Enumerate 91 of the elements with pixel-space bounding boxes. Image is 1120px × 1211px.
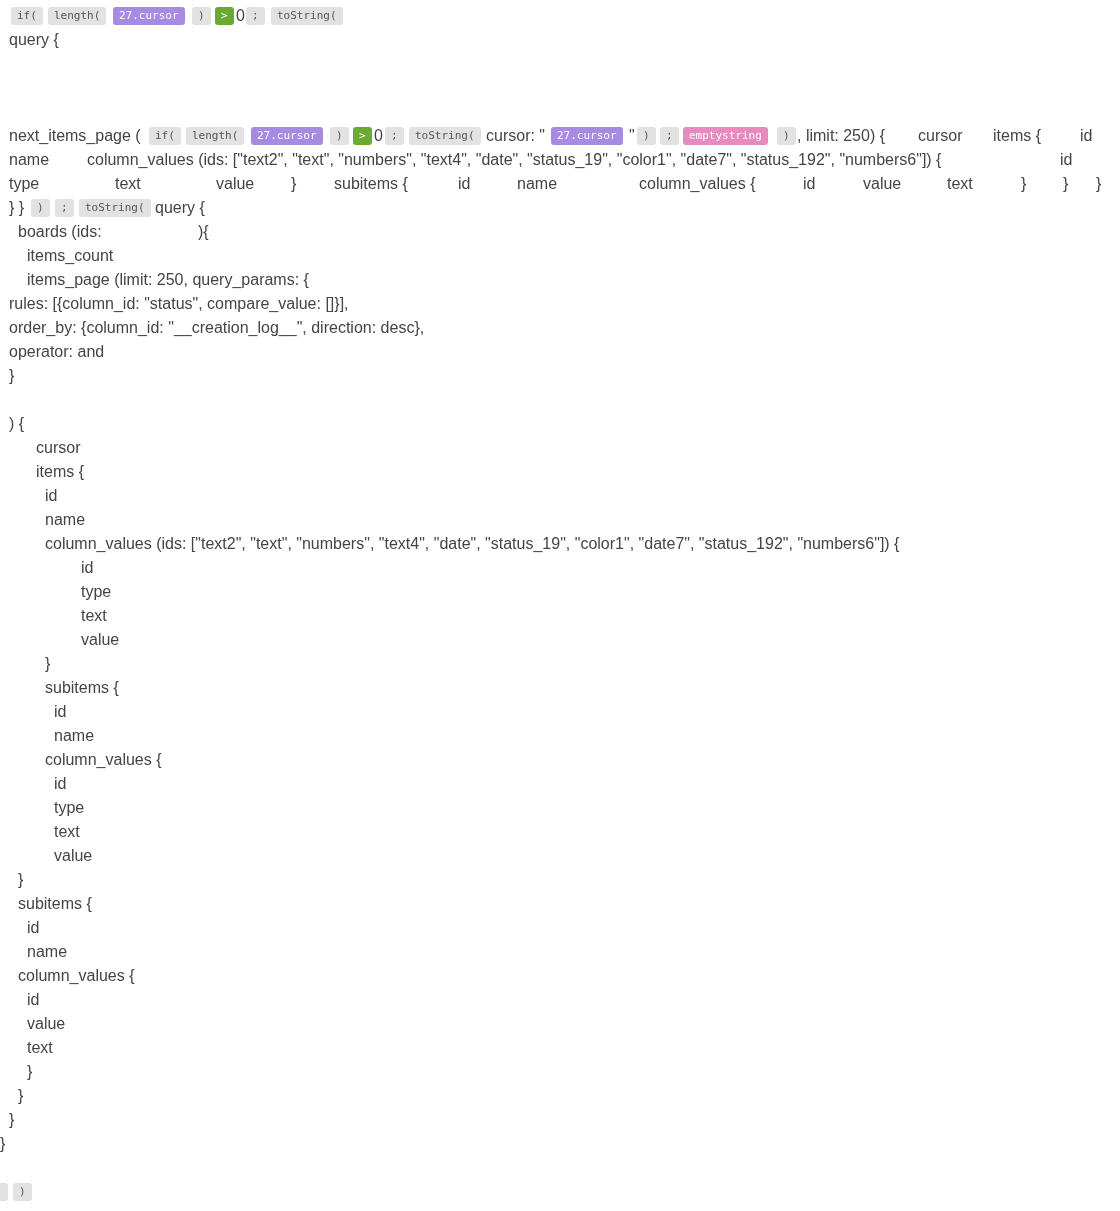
- code-text: , limit: 250) {: [797, 126, 886, 146]
- code-text: column_values (ids: ["text2", "text", "numbers", "text4", "date", "status_19", "color1", "date7", "status_192", "numbers6"]) {: [45, 534, 900, 554]
- code-text: items_count: [27, 246, 114, 266]
- code-text: column_values {: [18, 966, 135, 986]
- function-token: ;: [385, 127, 404, 145]
- code-text: }: [9, 366, 15, 386]
- code-text: text: [947, 174, 973, 194]
- code-text: }: [1063, 174, 1069, 194]
- code-text: boards (ids:: [18, 222, 102, 242]
- function-token: if(: [149, 127, 181, 145]
- code-text: value: [81, 630, 120, 650]
- function-token: toString(: [271, 7, 343, 25]
- code-text: ){: [198, 222, 209, 242]
- function-token: length(: [186, 127, 245, 145]
- code-text: } }: [9, 198, 25, 218]
- code-text: query {: [9, 30, 59, 50]
- function-token: if(: [11, 7, 43, 25]
- code-text: value: [27, 1014, 66, 1034]
- code-text: name: [517, 174, 558, 194]
- function-token: ): [330, 127, 349, 145]
- code-text: text: [81, 606, 107, 626]
- code-text: name: [54, 726, 95, 746]
- code-text: 0: [236, 6, 245, 26]
- code-text: type: [9, 174, 40, 194]
- code-text: id: [1060, 150, 1073, 170]
- code-text: items_page (limit: 250, query_params: {: [27, 270, 309, 290]
- code-text: name: [9, 150, 50, 170]
- variable-token: 27.cursor: [551, 127, 623, 145]
- code-text: text: [27, 1038, 53, 1058]
- code-text: type: [81, 582, 112, 602]
- code-text: order_by: {column_id: "__creation_log__", direction: desc},: [9, 318, 425, 338]
- code-text: value: [863, 174, 902, 194]
- function-token: ): [777, 127, 796, 145]
- code-text: }: [0, 1134, 6, 1154]
- code-text: id: [81, 558, 94, 578]
- code-text: }: [45, 654, 51, 674]
- code-text: text: [54, 822, 80, 842]
- function-token: length(: [48, 7, 107, 25]
- keyword-token: emptystring: [683, 127, 768, 145]
- code-text: text: [115, 174, 141, 194]
- code-text: id: [45, 486, 58, 506]
- code-text: }: [18, 1086, 24, 1106]
- code-text: subitems {: [18, 894, 92, 914]
- code-text: query {: [155, 198, 205, 218]
- code-text: next_items_page (: [9, 126, 141, 146]
- operator-token: >: [353, 127, 372, 145]
- code-text: }: [18, 870, 24, 890]
- code-text: value: [216, 174, 255, 194]
- function-token: ): [31, 199, 50, 217]
- function-token: ;: [55, 199, 74, 217]
- function-token: ): [13, 1183, 32, 1201]
- code-text: subitems {: [45, 678, 119, 698]
- code-text: subitems {: [334, 174, 408, 194]
- code-text: }: [1096, 174, 1102, 194]
- code-text: operator: and: [9, 342, 105, 362]
- code-text: column_values {: [45, 750, 162, 770]
- code-text: name: [27, 942, 68, 962]
- code-text: cursor: ": [486, 126, 546, 146]
- function-token: toString(: [409, 127, 481, 145]
- variable-token: 27.cursor: [251, 127, 323, 145]
- code-text: type: [54, 798, 85, 818]
- function-token: ;: [660, 127, 679, 145]
- code-text: cursor: [36, 438, 81, 458]
- code-text: id: [54, 774, 67, 794]
- function-token: ): [637, 127, 656, 145]
- code-text: value: [54, 846, 93, 866]
- code-text: }: [27, 1062, 33, 1082]
- function-token: toString(: [79, 199, 151, 217]
- code-text: ) {: [9, 414, 25, 434]
- code-text: id: [54, 702, 67, 722]
- code-text: cursor: [918, 126, 963, 146]
- code-text: }: [9, 1110, 15, 1130]
- code-text: id: [803, 174, 816, 194]
- code-text: }: [291, 174, 297, 194]
- code-text: id: [27, 990, 40, 1010]
- code-text: column_values (ids: ["text2", "text", "numbers", "text4", "date", "status_19", "color1", "date7", "status_192", "numbers6"]) {: [87, 150, 942, 170]
- code-text: column_values {: [639, 174, 756, 194]
- code-text: name: [45, 510, 86, 530]
- code-text: rules: [{column_id: "status", compare_value: []}],: [9, 294, 349, 314]
- code-text: id: [27, 918, 40, 938]
- code-text: 0: [374, 126, 383, 146]
- code-text: }: [1021, 174, 1027, 194]
- variable-token: 27.cursor: [113, 7, 185, 25]
- function-token: ;: [246, 7, 265, 25]
- code-text: ": [629, 126, 635, 146]
- code-text: id: [1080, 126, 1093, 146]
- code-text: items {: [993, 126, 1041, 146]
- code-text: id: [458, 174, 471, 194]
- operator-token: >: [215, 7, 234, 25]
- code-text: items {: [36, 462, 84, 482]
- function-token: ): [192, 7, 211, 25]
